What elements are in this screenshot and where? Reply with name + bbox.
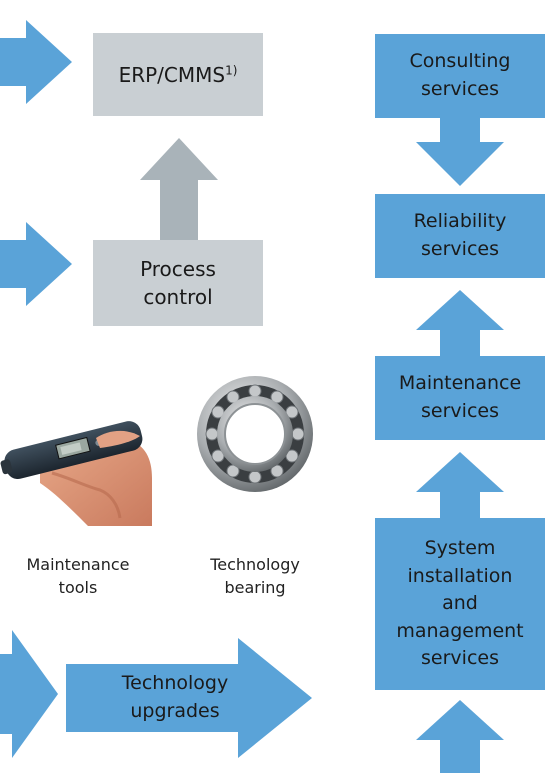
maintenance-services-line2: services (421, 400, 499, 422)
erp-cmms-label: ERP/CMMS1) (118, 62, 238, 87)
bearing-image (197, 376, 313, 492)
technology-bearing-caption: Technology bearing (185, 553, 325, 599)
consulting-services-line1: Consulting (409, 50, 511, 73)
system-installation-line4: management (396, 619, 524, 642)
process-control-line1: Process (140, 257, 216, 281)
technology-upgrades-label: Technology upgrades (90, 664, 260, 732)
reliability-services-line1: Reliability (413, 210, 507, 233)
maintenance-tools-line1: Maintenance (26, 555, 130, 574)
technology-upgrades-line1: Technology (121, 672, 229, 695)
inbound-arrow-process-control (0, 222, 72, 306)
maintenance-tools-line2: tools (58, 578, 98, 598)
process-control-line2: control (143, 285, 213, 309)
system-installation-line1: System (424, 537, 496, 560)
up-arrow-3 (416, 700, 504, 773)
down-arrow (416, 118, 504, 186)
erp-cmms-box: ERP/CMMS1) (93, 33, 263, 116)
maintenance-services-box: Maintenance services (375, 356, 545, 440)
maintenance-tool-image (0, 421, 152, 526)
inbound-arrow-erp (0, 20, 72, 104)
technology-upgrades-line2: upgrades (130, 700, 220, 722)
reliability-services-line2: services (421, 238, 499, 260)
technology-bearing-line2: bearing (224, 578, 286, 598)
process-control-box: Process control (93, 240, 263, 326)
consulting-services-line2: services (421, 78, 499, 100)
gray-up-arrow (140, 138, 218, 240)
maintenance-services-line1: Maintenance (398, 372, 522, 395)
technology-bearing-line1: Technology (210, 555, 300, 574)
system-installation-line5: services (421, 647, 499, 670)
system-installation-line3: and (442, 592, 478, 615)
inbound-arrow-upgrades (0, 630, 58, 758)
reliability-services-box: Reliability services (375, 194, 545, 278)
system-installation-services-box: System installation and management servi… (375, 518, 545, 690)
technology-upgrades-arrow (66, 638, 312, 758)
system-installation-line2: installation (407, 564, 513, 587)
maintenance-tools-caption: Maintenance tools (10, 553, 146, 599)
consulting-services-box: Consulting services (375, 34, 545, 118)
up-arrow-1 (416, 290, 504, 358)
up-arrow-2 (416, 452, 504, 520)
